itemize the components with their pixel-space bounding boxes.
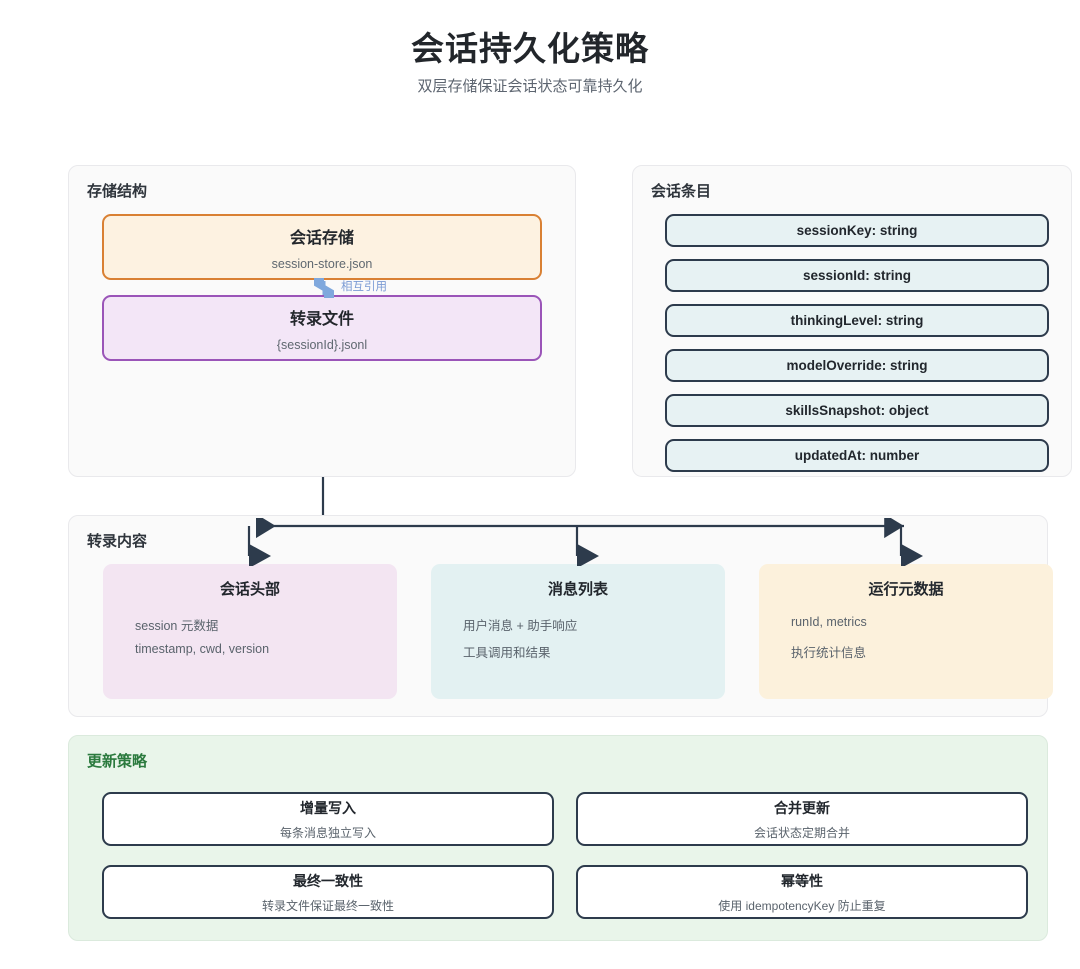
transcript-file-card[interactable]: 转录文件 {sessionId}.jsonl <box>102 295 542 361</box>
entry-pill-sessionkey[interactable]: sessionKey: string <box>665 214 1049 247</box>
update-strategy-panel: 更新策略 增量写入 每条消息独立写入 合并更新 会话状态定期合并 最终一致性 转… <box>68 735 1048 941</box>
transcript-file-subtitle: {sessionId}.jsonl <box>276 337 368 352</box>
merge-update-title: 合并更新 <box>774 799 830 816</box>
entry-pill-updatedat[interactable]: updatedAt: number <box>665 439 1049 472</box>
entry-pill-skillssnapshot[interactable]: skillsSnapshot: object <box>665 394 1049 427</box>
update-panel-title: 更新策略 <box>87 753 148 770</box>
update-card-merge-update[interactable]: 合并更新 会话状态定期合并 <box>576 792 1028 846</box>
session-store-card[interactable]: 会话存储 session-store.json <box>102 214 542 280</box>
bidirectional-arrow-icon <box>314 278 334 298</box>
message-list-line-2: 工具调用和结果 <box>463 646 551 660</box>
transcript-card-run-metadata[interactable]: 运行元数据 runId, metrics 执行统计信息 <box>759 564 1053 699</box>
incremental-write-title: 增量写入 <box>300 799 356 816</box>
run-metadata-line-1: runId, metrics <box>791 615 867 629</box>
transcript-distributor-arrow <box>247 518 923 566</box>
session-entries-panel: 会话条目 sessionKey: string sessionId: strin… <box>632 165 1072 477</box>
session-store-subtitle: session-store.json <box>271 256 373 271</box>
mutual-reference-label: 相互引用 <box>341 281 387 293</box>
message-list-title: 消息列表 <box>547 581 608 598</box>
session-store-title: 会话存储 <box>289 229 354 247</box>
entry-pill-modeloverride[interactable]: modelOverride: string <box>665 349 1049 382</box>
entry-pill-thinkinglevel[interactable]: thinkingLevel: string <box>665 304 1049 337</box>
transcript-file-title: 转录文件 <box>289 310 354 328</box>
session-header-line-2: timestamp, cwd, version <box>135 642 270 656</box>
update-card-eventual-consistency[interactable]: 最终一致性 转录文件保证最终一致性 <box>102 865 554 919</box>
run-metadata-title: 运行元数据 <box>868 581 944 598</box>
storage-panel-title: 存储结构 <box>87 183 148 200</box>
eventual-consistency-subtitle: 转录文件保证最终一致性 <box>261 898 394 913</box>
session-header-title: 会话头部 <box>219 581 280 598</box>
update-card-incremental-write[interactable]: 增量写入 每条消息独立写入 <box>102 792 554 846</box>
run-metadata-line-2: 执行统计信息 <box>791 646 867 660</box>
page-title: 会话持久化策略 <box>411 30 649 67</box>
idempotency-subtitle: 使用 idempotencyKey 防止重复 <box>718 898 886 913</box>
merge-update-subtitle: 会话状态定期合并 <box>753 825 850 840</box>
message-list-line-1: 用户消息 + 助手响应 <box>463 619 578 633</box>
transcript-card-session-header[interactable]: 会话头部 session 元数据 timestamp, cwd, version <box>103 564 397 699</box>
transcript-panel-title: 转录内容 <box>87 533 148 550</box>
storage-structure-panel: 存储结构 会话存储 session-store.json 转录文件 {sessi… <box>68 165 576 477</box>
page-subtitle: 双层存储保证会话状态可靠持久化 <box>417 78 643 95</box>
entry-pill-sessionid[interactable]: sessionId: string <box>665 259 1049 292</box>
idempotency-title: 幂等性 <box>781 872 823 889</box>
transcript-content-panel: 转录内容 会话头部 session 元数据 timestamp, cwd, ve… <box>68 515 1053 717</box>
update-card-idempotency[interactable]: 幂等性 使用 idempotencyKey 防止重复 <box>576 865 1028 919</box>
session-header-line-1: session 元数据 <box>135 619 219 633</box>
eventual-consistency-title: 最终一致性 <box>293 872 363 889</box>
entries-panel-title: 会话条目 <box>651 183 712 200</box>
transcript-card-message-list[interactable]: 消息列表 用户消息 + 助手响应 工具调用和结果 <box>431 564 725 699</box>
incremental-write-subtitle: 每条消息独立写入 <box>279 825 376 840</box>
